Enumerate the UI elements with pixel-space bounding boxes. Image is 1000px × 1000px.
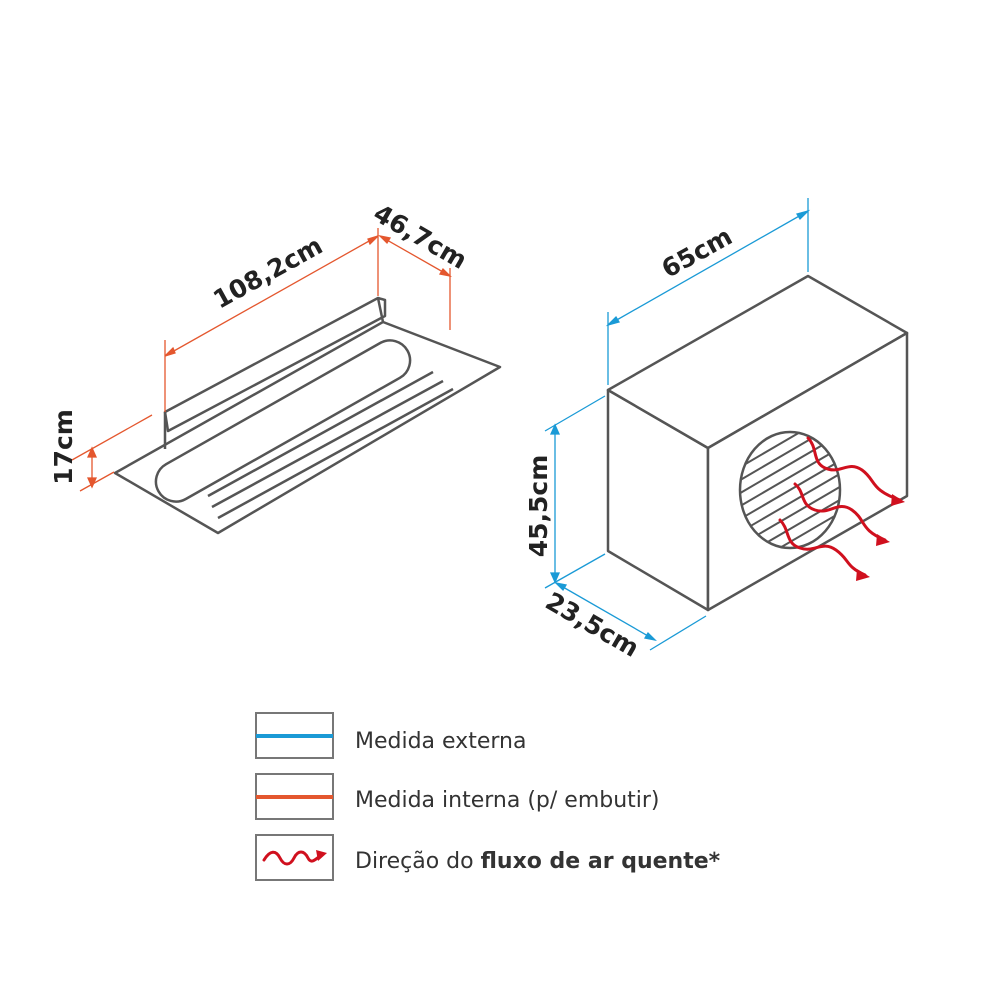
outdoor-height-label: 45,5cm [524, 455, 553, 558]
indoor-unit-drawing [113, 296, 502, 535]
outdoor-unit-drawing [606, 274, 909, 612]
indoor-dimension-lines [71, 228, 452, 492]
indoor-width-label: 108,2cm [208, 231, 327, 315]
airflow-wave-icon [262, 850, 322, 866]
legend-item-external: Medida externa [255, 712, 526, 759]
legend-item-internal: Medida interna (p/ embutir) [255, 773, 660, 820]
hot-airflow-arrowheads [856, 494, 905, 581]
legend: Medida externa Medida interna (p/ embuti… [255, 712, 721, 881]
legend-label-airflow: Direção do fluxo de ar quente* [355, 849, 721, 874]
legend-label-external: Medida externa [355, 729, 526, 754]
legend-airflow-prefix: Direção do [355, 849, 481, 874]
outdoor-dimension-lines [544, 198, 811, 651]
hot-airflow-arrows [778, 436, 902, 577]
airflow-arrowhead-icon [316, 850, 327, 861]
legend-label-internal: Medida interna (p/ embutir) [355, 788, 660, 813]
legend-airflow-bold: fluxo de ar quente* [481, 849, 721, 874]
legend-item-airflow: Direção do fluxo de ar quente* [255, 834, 721, 881]
indoor-height-label: 17cm [49, 409, 78, 485]
